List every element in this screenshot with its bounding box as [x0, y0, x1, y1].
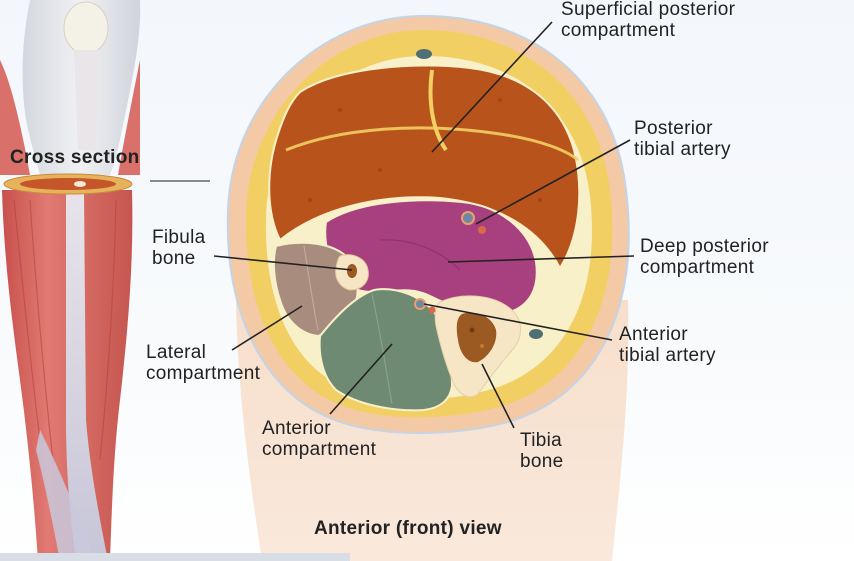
- label-posterior-tibial-artery: Posterior tibial artery: [634, 118, 731, 160]
- muscle-striation-3: [99, 199, 117, 461]
- tibia-marrow: [456, 312, 497, 363]
- posterior-tibial-artery-vessel: [461, 211, 475, 225]
- patella: [63, 1, 109, 55]
- bottom-edge-strip: [0, 553, 350, 561]
- leg-illustration: [0, 0, 210, 561]
- anterior-tibial-artery-vessel: [414, 298, 426, 310]
- muscle-striation-1: [13, 199, 41, 441]
- cross-section: [226, 14, 630, 435]
- muscle-texture-5: [308, 198, 312, 202]
- label-fibula-bone-line2: bone: [152, 248, 196, 269]
- leader-posterior-tibial-artery: [475, 139, 631, 225]
- label-tibia-bone-line1: Tibia: [520, 430, 562, 451]
- muscle-striation-2: [29, 199, 55, 471]
- caption-anterior-front-view: Anterior (front) view: [314, 518, 502, 539]
- saphenous-vein-top: [416, 49, 432, 59]
- thigh-muscle-left: [0, 60, 30, 175]
- ankle-tendons: [36, 430, 96, 561]
- muscle-texture-4: [538, 198, 542, 202]
- deep-posterior-division: [379, 239, 461, 271]
- anterior-compartment: [318, 288, 454, 412]
- label-superficial-posterior-line2: compartment: [561, 20, 676, 41]
- muscle-texture-1: [338, 108, 342, 112]
- leader-anterior-tibial-artery: [423, 303, 613, 341]
- label-superficial-posterior-line1: Superficial posterior: [561, 0, 736, 20]
- superficial-posterior-compartment: [268, 64, 581, 271]
- label-anterior-compartment-line1: Anterior: [262, 418, 331, 439]
- leader-superficial-posterior: [431, 21, 553, 153]
- label-lateral-compartment-line2: compartment: [146, 363, 261, 384]
- label-lateral-compartment: Lateral compartment: [146, 342, 260, 384]
- label-posterior-tibial-artery-line2: tibial artery: [634, 139, 731, 160]
- muscle-texture-3: [498, 98, 502, 102]
- label-posterior-tibial-artery-line1: Posterior: [634, 118, 713, 139]
- label-anterior-tibial-artery: Anterior tibial artery: [619, 324, 716, 366]
- tibia-marrow-speck-2: [480, 344, 484, 348]
- label-deep-posterior-line1: Deep posterior: [640, 236, 769, 257]
- label-deep-posterior-line2: compartment: [640, 257, 755, 278]
- anterior-tibial-vein: [428, 306, 436, 314]
- label-cross-section: Cross section: [10, 147, 140, 168]
- label-tibia-bone: Tibia bone: [520, 430, 563, 472]
- lateral-division: [303, 245, 319, 331]
- thigh-muscle-right: [118, 60, 140, 175]
- muscle-texture-2: [378, 168, 382, 172]
- label-lateral-compartment-line1: Lateral: [146, 342, 207, 363]
- label-anterior-compartment-line2: compartment: [262, 439, 377, 460]
- gastrocnemius-division: [428, 69, 448, 152]
- leader-deep-posterior: [447, 255, 635, 263]
- leader-fibula-bone: [213, 255, 353, 271]
- label-anterior-tibial-artery-line1: Anterior: [619, 324, 688, 345]
- label-deep-posterior-compartment: Deep posterior compartment: [640, 236, 769, 278]
- leader-tibia-bone: [481, 363, 515, 429]
- label-fibula-bone-line1: Fibula: [152, 227, 206, 248]
- label-superficial-posterior-compartment: Superficial posterior compartment: [561, 0, 735, 41]
- label-tibia-bone-line2: bone: [520, 451, 564, 472]
- label-anterior-compartment: Anterior compartment: [262, 418, 376, 460]
- patellar-tendon: [74, 50, 98, 150]
- tibia-marrow-speck-1: [469, 327, 475, 333]
- anterior-division: [371, 293, 393, 405]
- leader-anterior-compartment: [329, 343, 393, 415]
- leader-lateral-compartment: [231, 305, 303, 351]
- saphenous-vein-medial: [529, 329, 543, 339]
- label-anterior-tibial-artery-line2: tibial artery: [619, 345, 716, 366]
- tibia-shaft: [66, 192, 108, 561]
- slice-bone-dot: [74, 181, 86, 187]
- label-fibula-bone: Fibula bone: [152, 227, 206, 269]
- posterior-tibial-vein: [478, 226, 486, 234]
- leader-lines: [213, 21, 635, 429]
- soleus-division: [285, 126, 579, 162]
- fibula-marrow: [347, 264, 357, 278]
- cross-section-slice-inner: [20, 178, 116, 190]
